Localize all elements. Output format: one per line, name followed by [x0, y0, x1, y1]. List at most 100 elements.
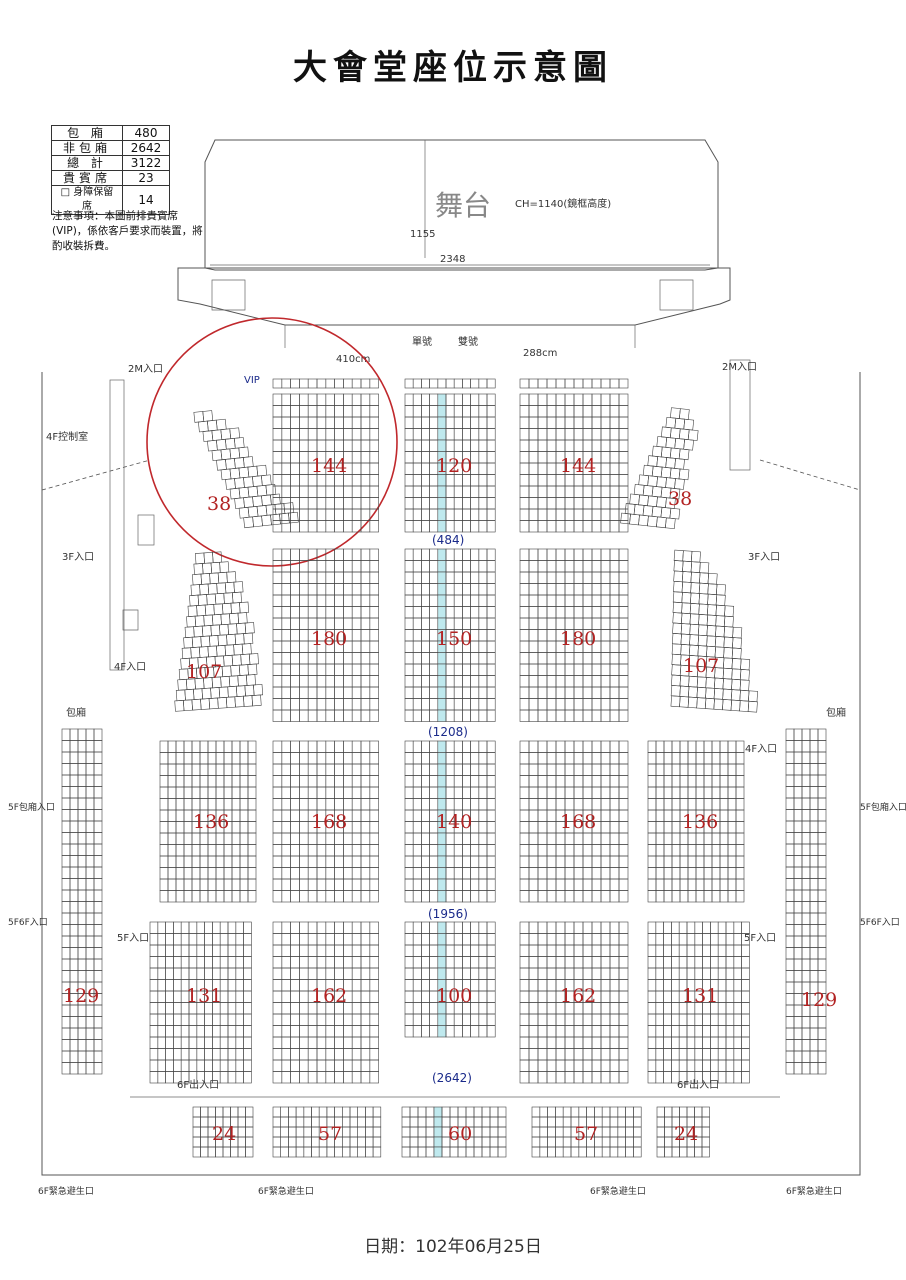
vip-highlight-circle [146, 317, 398, 567]
stage-ch: CH=1140(鏡框高度) [515, 197, 611, 210]
m2-right-entry: 2M入口 [722, 362, 757, 373]
section-count: 107 [186, 661, 222, 683]
section-count: 131 [186, 985, 222, 1007]
cumulative-count: (1956) [428, 907, 468, 921]
block-a-left [272, 393, 379, 533]
even-label: 雙號 [458, 335, 478, 348]
section-count: 168 [560, 811, 596, 833]
right-stair [729, 359, 751, 471]
f5-box-left-entry: 5F包廂入口 [8, 801, 55, 813]
page-title: 大會堂座位示意圖 [293, 48, 613, 88]
left-side-structures [109, 379, 155, 671]
f6-out-left: 6F出入口 [177, 1078, 219, 1091]
section-count: 38 [207, 493, 231, 515]
f5-left-entry: 5F入口 [117, 933, 149, 944]
section-count: 100 [436, 985, 472, 1007]
box-seats-left [61, 728, 103, 1075]
f4-control-room: 4F控制室 [46, 430, 88, 443]
emergency-exit: 6F緊急避生口 [38, 1185, 94, 1197]
block-d-right [519, 921, 629, 1084]
section-count: 162 [311, 985, 347, 1007]
block-c-far-right [647, 740, 745, 903]
f5-right-entry: 5F入口 [744, 933, 776, 944]
vip-row-center [404, 378, 496, 389]
wing-right-top [620, 407, 699, 530]
seat-blocks [61, 378, 827, 1158]
block-e-far-left [192, 1106, 254, 1158]
hall-wall [41, 372, 861, 1176]
stage-width: 2348 [440, 254, 465, 265]
cumulative-count: (2642) [432, 1071, 472, 1085]
f3-left-entry: 3F入口 [62, 552, 94, 563]
wing-left-top [193, 410, 299, 529]
right-dim: 288cm [523, 348, 557, 359]
block-e-left [272, 1106, 382, 1158]
section-count: 140 [436, 811, 472, 833]
section-count: 24 [212, 1123, 236, 1145]
section-count: 144 [311, 455, 347, 477]
block-c-center [404, 740, 496, 903]
block-c-left [272, 740, 379, 903]
wing-left-mid [174, 551, 264, 712]
block-d-left [272, 921, 379, 1084]
block-a-center [404, 393, 496, 533]
cumulative-count: (1208) [428, 725, 468, 739]
block-d-center [404, 921, 496, 1038]
stage-label: 舞台 [435, 189, 491, 222]
section-count: 150 [436, 628, 472, 650]
section-count: 60 [448, 1123, 472, 1145]
balcony-line [759, 459, 861, 491]
section-count: 180 [560, 628, 596, 650]
block-b-center [404, 548, 496, 722]
f6-out-right: 6F出入口 [677, 1078, 719, 1091]
cumulative-count: (484) [432, 533, 464, 547]
section-count: 144 [560, 455, 596, 477]
section-count: 162 [560, 985, 596, 1007]
section-count: 24 [674, 1123, 698, 1145]
f56-left-entry: 5F6F入口 [8, 917, 48, 928]
vip-row-right [519, 378, 629, 389]
balcony-line [41, 459, 151, 491]
date-label: 日期：102年06月25日 [364, 1237, 542, 1257]
section-count: 120 [436, 455, 472, 477]
section-count: 38 [668, 488, 692, 510]
block-b-left [272, 548, 379, 722]
box-right-label: 包廂 [826, 706, 846, 719]
wing-right-mid [670, 549, 758, 713]
stage-depth: 1155 [410, 229, 435, 240]
f5-box-right-entry: 5F包廂入口 [860, 801, 906, 813]
f3-right-entry: 3F入口 [748, 552, 780, 563]
f4-right-entry: 4F入口 [745, 744, 777, 755]
block-c-right [519, 740, 629, 903]
section-count: 129 [63, 985, 99, 1007]
block-e-center [401, 1106, 507, 1158]
note-text: 注意事項：本圖前排貴賓席(VIP)，係依客戶要求而裝置，將酌收裝拆費。 [52, 210, 203, 252]
block-e-far-right [656, 1106, 710, 1158]
block-c-far-left [159, 740, 257, 903]
f56-right-entry: 5F6F入口 [860, 917, 900, 928]
block-d-far-right [647, 921, 750, 1084]
section-count: 107 [683, 655, 719, 677]
section-count: 129 [801, 989, 837, 1011]
section-count: 168 [311, 811, 347, 833]
block-e-right [531, 1106, 642, 1158]
section-count: 57 [574, 1123, 598, 1145]
vip-label: VIP [244, 375, 260, 386]
box-left-label: 包廂 [66, 706, 86, 719]
f4-left-entry: 4F入口 [114, 662, 146, 673]
left-dim: 410cm [336, 354, 370, 365]
block-a-right [519, 393, 629, 533]
box-seats-right [785, 728, 827, 1075]
block-d-far-left [149, 921, 252, 1084]
section-count: 131 [682, 985, 718, 1007]
odd-label: 單號 [412, 335, 432, 348]
stage-outline [177, 139, 731, 348]
section-count: 57 [318, 1123, 342, 1145]
